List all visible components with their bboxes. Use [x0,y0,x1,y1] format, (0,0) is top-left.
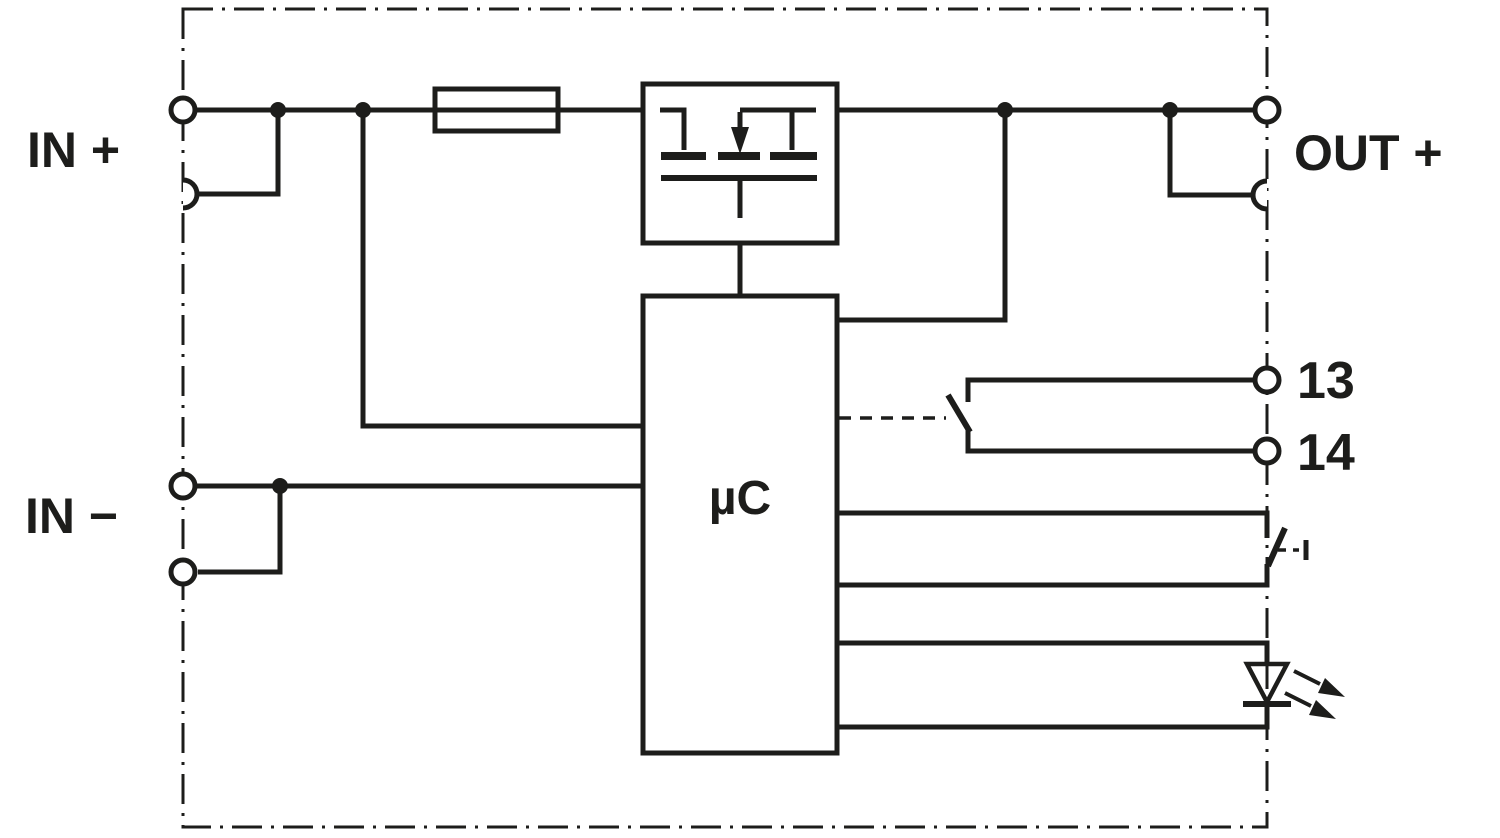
terminal-out-plus [1252,95,1282,125]
fuse-icon [432,86,561,134]
label-terminal-13: 13 [1297,352,1355,410]
signal-contact-icon [839,377,1267,454]
microcontroller-block: µC [640,293,840,756]
terminal-13 [1252,365,1282,395]
terminal-in-plus [168,95,198,125]
wire-button-top [837,510,1270,538]
terminals [168,95,1282,587]
label-out-plus: OUT + [1294,125,1443,181]
terminal-14 [1252,436,1282,466]
junction-dot [1162,102,1178,118]
fuse-body [432,86,561,134]
wire-outplus-bridge [1167,110,1253,198]
wire-terminal-14 [965,429,1267,454]
microcontroller-label: µC [709,472,771,525]
wire-button-bottom [837,564,1270,588]
terminal-in-minus-2 [168,557,198,587]
wire-led-bottom [837,706,1270,730]
labels: IN + IN − OUT + 13 14 [25,122,1443,544]
terminal-out-plus-bridge [1250,178,1268,212]
junction-dot [997,102,1013,118]
pushbutton-icon [837,510,1309,588]
led-emission-arrow-2-shaft [1284,691,1312,708]
device-boundary-rect [181,7,1269,829]
junction-dot [355,102,371,118]
junction-dot [272,478,288,494]
label-in-minus: IN − [25,488,118,544]
junction-dot [270,102,286,118]
led-triangle [1243,661,1291,707]
device-boundary [181,7,1269,829]
wire-inplus-bridge [197,110,281,197]
terminal-in-minus-1 [168,471,198,501]
label-in-plus: IN + [27,122,120,178]
microcontroller-box [640,293,840,756]
label-terminal-14: 14 [1297,424,1355,482]
junction-dots [270,102,1178,494]
mosfet-drain-lead [660,107,687,150]
led-emission-arrow-2-head [1309,700,1336,719]
led-emission-arrow-1-head [1318,678,1345,697]
wire-inminus-bridge [198,486,283,575]
contact-blade [945,393,973,434]
wire-sense-to-uc [360,110,643,429]
wire-terminal-13 [965,377,1267,402]
wire-led-top [837,640,1270,664]
led-icon [837,640,1345,730]
button-blade [1265,526,1288,568]
mosfet-icon [640,81,840,246]
wire-mosfet-feedback [837,110,1008,323]
terminal-in-plus-bridge [182,177,200,211]
mosfet-body-arrow-head [731,127,749,154]
led-emission-arrow-1-shaft [1293,669,1321,686]
